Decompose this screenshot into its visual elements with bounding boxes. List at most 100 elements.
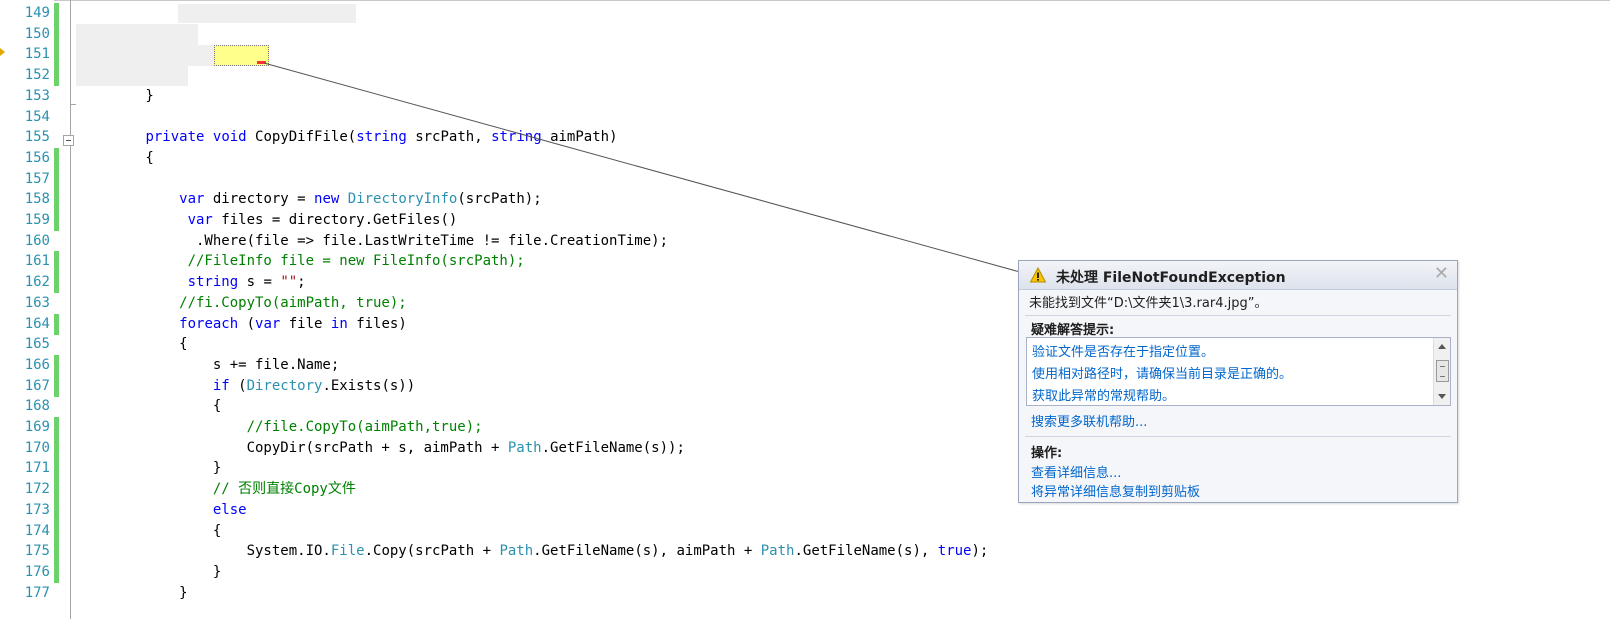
code-token: { [78,522,222,539]
changed-line-marker [54,313,59,335]
code-token: files = directory.GetFiles() [212,212,458,228]
actions-heading: 操作: [1031,446,1063,461]
tip-link[interactable]: 使用相对路径时，请确保当前目录是正确的。 [1032,367,1293,382]
code-line[interactable]: { [78,334,187,354]
code-token: ); [971,543,989,560]
code-token: } [78,563,222,580]
collapse-toggle-icon[interactable] [63,135,74,146]
line-number: 168 [24,398,50,415]
code-token: s += file.Name; [78,356,340,373]
code-token: Directory [246,377,323,394]
code-line[interactable]: string s = ""; [78,272,306,292]
code-line[interactable]: if (Directory.Exists(s)) [78,376,415,396]
line-number: 150 [24,25,50,42]
code-token: .GetFileName(s), aimPath + [533,543,761,560]
changed-line-marker [54,44,59,66]
view-details-link[interactable]: 查看详细信息... [1031,466,1122,481]
code-token: s = [238,274,281,291]
changed-line-marker [54,520,59,542]
code-token: { [78,398,222,415]
code-line[interactable]: { [78,148,153,168]
code-line[interactable]: } [78,562,221,582]
code-line[interactable]: } [78,583,187,603]
code-token: ( [238,315,256,332]
code-line[interactable]: System.IO.File.Copy(srcPath + Path.GetFi… [78,541,989,561]
copy-details-link[interactable]: 将异常详细信息复制到剪贴板 [1031,485,1201,500]
changed-line-marker [54,23,59,45]
changed-line-marker [54,458,59,480]
code-token: //file.CopyTo(aimPath,true); [78,419,483,435]
line-number: 174 [24,522,50,539]
code-token: (srcPath); [457,191,542,208]
line-number: 160 [24,232,50,249]
close-icon[interactable]: ✕ [1433,263,1449,284]
changed-line-marker [54,168,59,190]
changed-line-marker [54,210,59,232]
code-line[interactable]: //fi.CopyTo(aimPath, true); [78,293,407,313]
line-number: 164 [24,315,50,332]
code-line[interactable]: { [78,396,221,416]
code-line[interactable]: foreach (var file in files) [78,314,407,334]
search-online-help-link[interactable]: 搜索更多联机帮助... [1031,415,1148,430]
outline-margin [70,0,71,619]
code-token: aimPath) [541,129,618,146]
tips-scrollbar[interactable] [1433,338,1450,405]
code-token: ( [229,377,247,394]
code-token: private [145,129,205,146]
scroll-up-icon[interactable] [1438,344,1446,349]
changed-line-marker [54,417,59,439]
tip-link[interactable]: 获取此异常的常规帮助。 [1032,389,1176,404]
exception-context-highlight [76,66,188,86]
code-token: string [187,274,239,291]
code-token: .Where(file => file.LastWriteTime != fil… [78,232,669,249]
line-number: 155 [24,129,50,146]
line-number: 156 [24,149,50,166]
code-token: in [330,315,348,332]
code-token: files) [347,315,407,332]
outline-end-marker [70,104,76,105]
code-line[interactable]: else [78,500,247,520]
exception-context-highlight [178,4,356,23]
code-token: "" [280,274,298,291]
code-token: foreach [179,315,239,332]
code-token: directory = [204,191,315,208]
code-line[interactable]: var directory = new DirectoryInfo(srcPat… [78,189,542,209]
code-line[interactable]: } [78,86,153,106]
code-line[interactable]: // 否则直接Copy文件 [78,479,356,499]
code-line[interactable]: var files = directory.GetFiles() [78,210,458,230]
code-line[interactable]: } [78,458,221,478]
line-number: 158 [24,191,50,208]
scroll-thumb[interactable] [1436,360,1449,382]
code-line[interactable]: //file.CopyTo(aimPath,true); [78,417,483,437]
code-line[interactable]: private void CopyDifFile(string srcPath,… [78,127,618,147]
line-number: 162 [24,274,50,291]
tip-link[interactable]: 验证文件是否存在于指定位置。 [1032,345,1215,360]
code-token: file [280,315,331,332]
code-token: .GetFileName(s), [794,543,938,560]
scroll-down-icon[interactable] [1438,394,1446,399]
code-token: string [491,129,542,146]
code-line[interactable]: CopyDir(srcPath + s, aimPath + Path.GetF… [78,438,685,458]
code-line[interactable]: { [78,521,221,541]
current-statement-arrow-icon [0,48,5,56]
code-line[interactable]: //FileInfo file = new FileInfo(srcPath); [78,251,525,271]
line-number: 152 [24,67,50,84]
exception-context-highlight [76,24,198,45]
code-token: new [314,191,340,208]
changed-line-marker [54,189,59,211]
current-statement-highlight [214,45,269,66]
line-number-gutter [0,0,54,619]
line-number: 149 [24,5,50,21]
code-line[interactable]: .Where(file => file.LastWriteTime != fil… [78,231,668,251]
code-line[interactable]: s += file.Name; [78,355,339,375]
code-token: var [179,191,205,208]
warning-icon [1030,267,1046,283]
code-token: .GetFileName(s)); [541,439,685,456]
code-token: DirectoryInfo [347,191,458,208]
line-number: 166 [24,356,50,373]
code-token: CopyDir(srcPath + s, aimPath + [78,439,508,456]
code-token: string [356,129,407,146]
code-token: //FileInfo file = new FileInfo(srcPath); [78,253,525,270]
line-number: 157 [24,170,50,187]
code-token: // 否则直接Copy文件 [78,481,356,498]
